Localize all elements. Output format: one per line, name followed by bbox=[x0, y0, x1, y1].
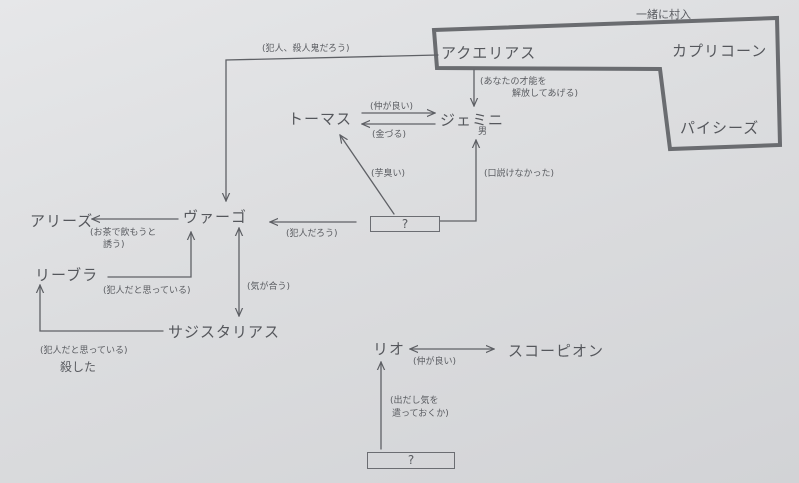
note-unknown-leo-1: (出だし気を bbox=[390, 396, 439, 406]
note-gemini-gender: 男 bbox=[478, 127, 488, 137]
node-thomas: トーマス bbox=[288, 110, 353, 128]
node-libra: リーブラ bbox=[35, 266, 99, 284]
note-unknown-thomas: (芋臭い) bbox=[371, 169, 406, 179]
note-aquarius-gemini-2: 解放してあげる) bbox=[512, 89, 578, 99]
node-aquarius: アクエリアス bbox=[441, 44, 537, 62]
node-capricorn: カプリコーン bbox=[672, 42, 768, 60]
node-unknown-bottom: ? bbox=[367, 452, 455, 469]
note-virgo-aries-2: 誘う) bbox=[103, 240, 125, 250]
arrow-virgo-aquarius bbox=[226, 54, 439, 201]
note-unknown-leo-2: 遣っておくか) bbox=[392, 409, 449, 419]
note-libra-virgo: (犯人だと思っている) bbox=[103, 286, 191, 296]
arrow-sagittarius-libra bbox=[40, 285, 164, 332]
arrow-libra-virgo bbox=[107, 232, 191, 278]
note-virgo-aquarius: (犯人、殺人鬼だろう) bbox=[262, 44, 350, 54]
note-virgo-aries-1: (お茶で飲もうと bbox=[90, 228, 157, 238]
node-unknown-top: ? bbox=[370, 216, 440, 232]
node-gemini: ジェミニ bbox=[440, 111, 505, 129]
note-unknown-gemini: (口説けなかった) bbox=[484, 169, 555, 179]
node-scorpion: スコーピオン bbox=[508, 342, 605, 360]
node-pisces: パイシーズ bbox=[680, 119, 760, 137]
node-virgo: ヴァーゴ bbox=[183, 208, 248, 226]
arrow-unknown-gemini bbox=[439, 140, 476, 222]
note-unknown-virgo: (犯人だろう) bbox=[286, 229, 338, 239]
node-sagittarius: サジスタリアス bbox=[168, 323, 281, 341]
note-sagittarius-libra-2: 殺した bbox=[60, 360, 97, 374]
note-thomas-gemini-top: (仲が良い) bbox=[370, 102, 414, 112]
note-sagittarius-libra-1: (犯人だと思っている) bbox=[40, 346, 128, 356]
note-aquarius-gemini-1: (あなたの才能を bbox=[480, 77, 547, 87]
node-leo: リオ bbox=[373, 340, 406, 358]
note-virgo-sagittarius: (気が合う) bbox=[247, 282, 291, 292]
group-label: 一緒に村入 bbox=[636, 8, 691, 21]
group-outline bbox=[431, 15, 783, 152]
note-thomas-gemini-bottom: (金づる) bbox=[372, 130, 407, 140]
note-leo-scorpion: (仲が良い) bbox=[413, 357, 457, 367]
node-aries: アリーズ bbox=[30, 212, 94, 230]
arrow-unknown-thomas bbox=[340, 135, 395, 215]
